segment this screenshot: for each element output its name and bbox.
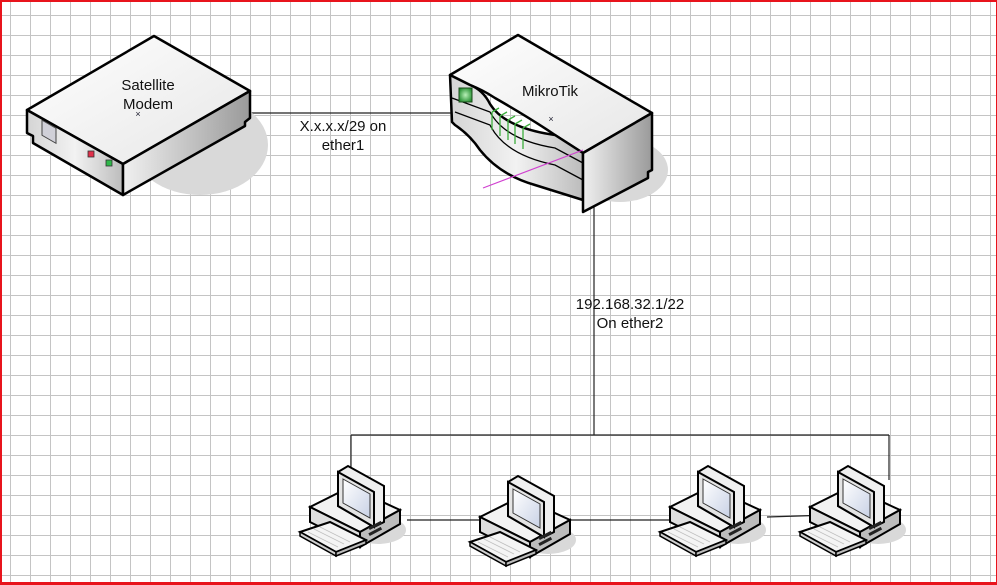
pc-workstation-2[interactable] (469, 475, 577, 567)
lan-link-label-line2: On ether2 (596, 315, 664, 332)
pc-workstation-4[interactable] (799, 465, 907, 557)
center-marker-icon: × (135, 109, 140, 119)
modem-red-led-icon (87, 150, 95, 158)
modem-label-line2: Modem (122, 96, 174, 113)
satellite-modem-device[interactable]: × (25, 34, 268, 197)
pc-workstation-3[interactable] (659, 465, 767, 557)
wan-link-label: X.x.x.x/29 on ether1 (283, 117, 403, 155)
wan-link-label-line1: X.x.x.x/29 on (299, 118, 387, 135)
lan-link-label: 192.168.32.1/22 On ether2 (560, 295, 700, 333)
lan-link-label-line1: 192.168.32.1/22 (575, 296, 685, 313)
link-lan-trunk-line (350, 198, 890, 480)
router-port-led-icon (458, 87, 473, 103)
mikrotik-router-device[interactable]: × (448, 33, 668, 214)
modem-label-line1: Satellite (121, 77, 175, 94)
router-magenta-guide-line (482, 149, 584, 189)
link-pc-chain-line (407, 514, 831, 521)
router-port-ticks-icon (491, 107, 531, 149)
pc-workstation-1[interactable] (297, 464, 406, 558)
modem-green-led-icon (105, 159, 113, 167)
center-marker-icon: × (548, 114, 553, 124)
router-label: MikroTik (521, 83, 579, 100)
modem-label: Satellite Modem (98, 76, 198, 114)
wan-link-label-line2: ether1 (321, 137, 365, 154)
